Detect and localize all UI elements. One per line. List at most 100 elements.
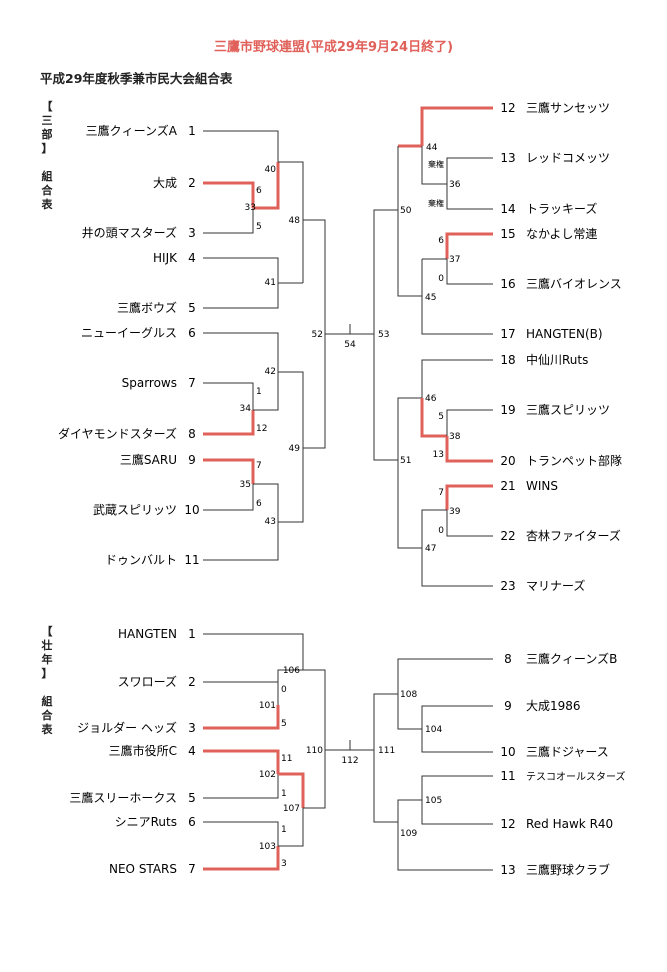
bracket-line — [373, 750, 398, 823]
team-name: 大成 — [153, 176, 177, 190]
bracket-line — [303, 750, 326, 809]
team-name: スワローズ — [118, 674, 177, 689]
bracket-line — [446, 510, 493, 537]
vertical-label-char: 三 — [41, 114, 53, 127]
team-name: 杏林ファイターズ — [526, 528, 621, 543]
score: 3 — [281, 859, 287, 869]
team-number: 6 — [188, 815, 196, 829]
winner-line — [203, 846, 280, 871]
score: 1 — [281, 825, 287, 835]
team-number: 2 — [188, 176, 196, 190]
bracket-line — [446, 259, 493, 285]
game-number: 104 — [425, 725, 442, 735]
team-number: 7 — [188, 862, 196, 876]
winner-line — [445, 232, 493, 259]
game-number: 36 — [449, 180, 461, 190]
team-name: 三鷹ドジャース — [526, 744, 609, 759]
vertical-label-char: 合 — [41, 709, 53, 722]
team-name: トランペット部隊 — [526, 453, 622, 468]
game-number: 41 — [265, 278, 276, 288]
vertical-label-char: 【 — [41, 100, 53, 113]
section1-vertical-label: 【三部】 組合表 — [40, 100, 54, 212]
vertical-label-char: 合 — [41, 184, 53, 197]
team-number: 8 — [504, 652, 512, 666]
game-number: 105 — [425, 796, 442, 806]
team-number: 9 — [504, 699, 512, 713]
game-number: 33 — [245, 203, 256, 213]
score: 6 — [256, 499, 262, 509]
team-name: 中仙川Ruts — [526, 352, 588, 367]
game-number: 106 — [283, 666, 300, 676]
section2-vertical-label: 【壮年】 組合表 — [40, 625, 54, 737]
team-name: HANGTEN — [118, 627, 177, 641]
team-number: 15 — [500, 227, 515, 241]
bracket-line — [373, 334, 398, 461]
bracket-line — [421, 509, 447, 548]
game-number: 111 — [378, 746, 395, 756]
team-name: ドゥンバルト — [105, 553, 177, 567]
score: 1 — [256, 387, 262, 397]
score: 6 — [256, 186, 262, 196]
bracket-line — [203, 522, 279, 561]
game-number: 110 — [306, 746, 323, 756]
forfeit-mark: 棄権 — [428, 159, 444, 169]
team-name: 井の頭マスターズ — [82, 225, 177, 240]
vertical-label-char: 表 — [41, 723, 53, 736]
bracket-line — [421, 296, 493, 335]
score: 5 — [281, 719, 287, 729]
team-number: 10 — [500, 745, 515, 759]
vertical-label-char: 組 — [41, 170, 53, 183]
bracket-line — [397, 460, 422, 549]
bracket-line — [397, 775, 493, 822]
team-name: レッドコメッツ — [526, 151, 610, 165]
bracket-line — [397, 694, 422, 730]
vertical-label-char: 】 — [41, 667, 53, 680]
score: 7 — [438, 488, 444, 498]
bracket-line — [277, 669, 303, 705]
team-number: 13 — [500, 863, 515, 877]
score: 6 — [438, 236, 444, 246]
bracket-line — [203, 821, 279, 846]
score: 13 — [433, 450, 444, 460]
bracket-line — [446, 409, 493, 436]
team-name: 大成1986 — [526, 699, 581, 713]
game-number: 51 — [400, 456, 411, 466]
game-number: 53 — [378, 330, 389, 340]
game-number: 49 — [289, 444, 301, 454]
team-name: シニアRuts — [115, 815, 177, 829]
game-number: 50 — [400, 206, 412, 216]
game-number: 103 — [259, 842, 276, 852]
team-name: Red Hawk R40 — [526, 817, 613, 831]
bracket-line — [421, 359, 493, 398]
winner-line — [278, 772, 305, 808]
game-number: 102 — [259, 770, 276, 780]
team-number: 12 — [500, 101, 515, 115]
team-name: HIJK — [153, 251, 178, 265]
vertical-label-char: 【 — [41, 625, 53, 638]
bracket-line — [203, 774, 279, 799]
team-number: 9 — [188, 453, 196, 467]
team-number: 3 — [188, 721, 196, 735]
team-number: 1 — [188, 124, 196, 138]
game-number: 39 — [449, 507, 461, 517]
game-number: 108 — [400, 690, 417, 700]
winner-line — [253, 162, 280, 210]
tournament-subtitle: 平成29年度秋季兼市民大会組合表 — [40, 71, 233, 86]
forfeit-mark: 棄権 — [428, 198, 444, 208]
team-number: 13 — [500, 151, 515, 165]
bracket-line — [397, 397, 422, 460]
team-number: 21 — [500, 479, 515, 493]
team-number: 5 — [188, 791, 196, 805]
team-name: 三鷹ボウズ — [117, 300, 177, 315]
winner-line — [203, 458, 255, 484]
vertical-label-char: 部 — [41, 128, 53, 141]
bracket-line — [421, 548, 493, 587]
team-name: NEO STARS — [109, 862, 177, 876]
score: 0 — [438, 526, 444, 536]
team-name: HANGTEN(B) — [526, 327, 603, 341]
game-number: 40 — [265, 165, 277, 175]
winner-line — [420, 398, 447, 438]
bracket-line — [421, 146, 447, 185]
score: 5 — [438, 412, 444, 422]
